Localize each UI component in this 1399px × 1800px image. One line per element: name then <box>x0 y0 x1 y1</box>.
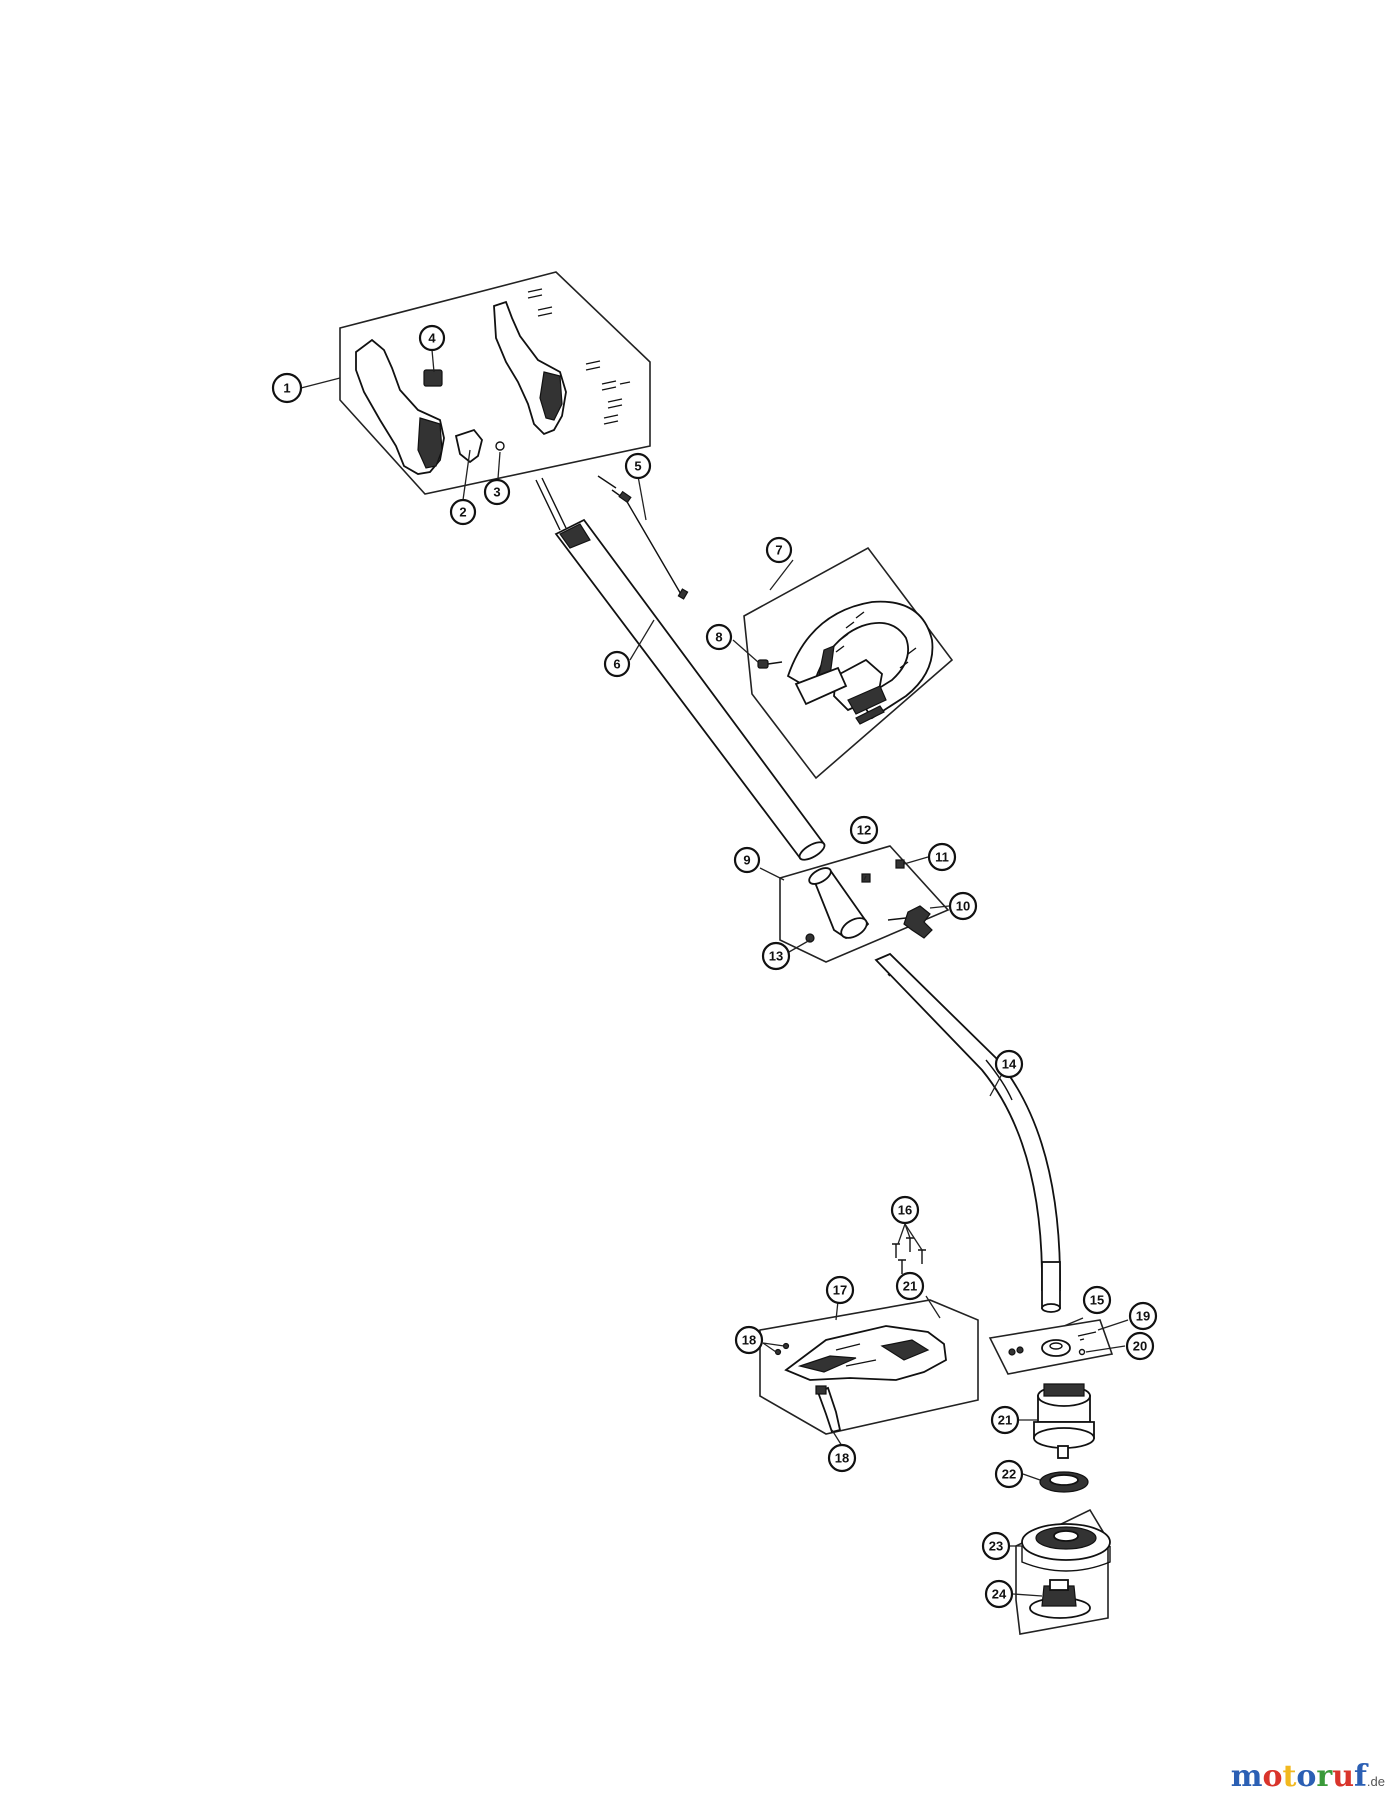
callout-8: 8 <box>705 623 733 651</box>
callout-23: 23 <box>981 1531 1011 1561</box>
svg-text:6: 6 <box>613 657 620 672</box>
watermark-letter: o <box>1262 1759 1283 1794</box>
screws <box>527 288 631 425</box>
callout-12: 12 <box>849 815 879 845</box>
svg-text:21: 21 <box>998 1413 1012 1428</box>
callout-24: 24 <box>984 1579 1014 1609</box>
callout-10: 10 <box>948 891 978 921</box>
callout-4: 4 <box>418 324 446 352</box>
upper-shaft <box>535 477 826 861</box>
svg-text:22: 22 <box>1002 1467 1016 1482</box>
watermark-logo: motoruf.de <box>1231 1759 1385 1794</box>
watermark-letter: f <box>1354 1759 1367 1794</box>
callout-14: 14 <box>994 1049 1024 1079</box>
svg-text:14: 14 <box>1002 1057 1017 1072</box>
svg-text:7: 7 <box>775 543 782 558</box>
svg-text:9: 9 <box>743 853 750 868</box>
guard-panel <box>759 1299 979 1435</box>
callout-15: 15 <box>1082 1285 1112 1315</box>
svg-text:18: 18 <box>742 1333 756 1348</box>
svg-text:8: 8 <box>715 630 722 645</box>
callout-19: 19 <box>1128 1301 1158 1331</box>
callout-6: 6 <box>603 650 631 678</box>
leader-lines <box>300 349 1129 1597</box>
spool-housing-panel <box>1015 1508 1111 1635</box>
coupler-panel <box>779 845 950 963</box>
svg-text:20: 20 <box>1133 1339 1147 1354</box>
callout-21a: 21 <box>895 1271 925 1301</box>
lower-curved-shaft <box>874 952 1061 1313</box>
callout-11: 11 <box>927 842 957 872</box>
svg-text:5: 5 <box>634 459 641 474</box>
callout-5: 5 <box>624 452 652 480</box>
svg-text:12: 12 <box>857 823 871 838</box>
guard-screws <box>892 1237 926 1274</box>
watermark-letter: m <box>1230 1759 1263 1794</box>
callout-1: 1 <box>271 372 303 404</box>
svg-text:24: 24 <box>992 1587 1007 1602</box>
callout-16: 16 <box>890 1195 920 1225</box>
auxiliary-handle-panel <box>743 546 954 780</box>
watermark-letter: u <box>1332 1759 1355 1794</box>
watermark-letters: motoruf <box>1231 1759 1367 1794</box>
callout-21b: 21 <box>990 1405 1020 1435</box>
watermark-letter: r <box>1316 1759 1333 1794</box>
power-cable <box>597 475 689 600</box>
callout-13: 13 <box>761 941 791 971</box>
svg-text:19: 19 <box>1136 1309 1150 1324</box>
svg-text:13: 13 <box>769 949 783 964</box>
svg-text:10: 10 <box>956 899 970 914</box>
svg-text:2: 2 <box>459 505 466 520</box>
svg-text:16: 16 <box>898 1203 912 1218</box>
callout-9: 9 <box>733 846 761 874</box>
svg-text:1: 1 <box>283 381 290 396</box>
callout-22: 22 <box>994 1459 1024 1489</box>
knob <box>903 905 933 939</box>
svg-text:17: 17 <box>833 1283 847 1298</box>
svg-text:11: 11 <box>935 850 949 865</box>
callout-18a: 18 <box>734 1325 764 1355</box>
svg-text:18: 18 <box>835 1451 849 1466</box>
callout-17: 17 <box>825 1275 855 1305</box>
svg-text:15: 15 <box>1090 1293 1104 1308</box>
callout-18b: 18 <box>827 1443 857 1473</box>
auxiliary-handle <box>786 600 934 720</box>
spool-cap <box>1039 1471 1089 1493</box>
callout-3: 3 <box>483 478 511 506</box>
svg-text:4: 4 <box>428 331 436 346</box>
trigger <box>454 428 483 464</box>
switch <box>423 369 443 387</box>
callout-20: 20 <box>1125 1331 1155 1361</box>
motor <box>1033 1383 1095 1459</box>
watermark-letter: o <box>1296 1759 1317 1794</box>
svg-text:23: 23 <box>989 1539 1003 1554</box>
motor-bracket-panel <box>988 1319 1114 1375</box>
svg-text:21: 21 <box>903 1279 917 1294</box>
svg-text:3: 3 <box>493 485 500 500</box>
watermark-suffix: .de <box>1366 1774 1385 1789</box>
handle-assembly-panel <box>339 271 651 495</box>
callout-2: 2 <box>449 498 477 526</box>
watermark-letter: t <box>1282 1759 1297 1794</box>
callout-7: 7 <box>765 536 793 564</box>
